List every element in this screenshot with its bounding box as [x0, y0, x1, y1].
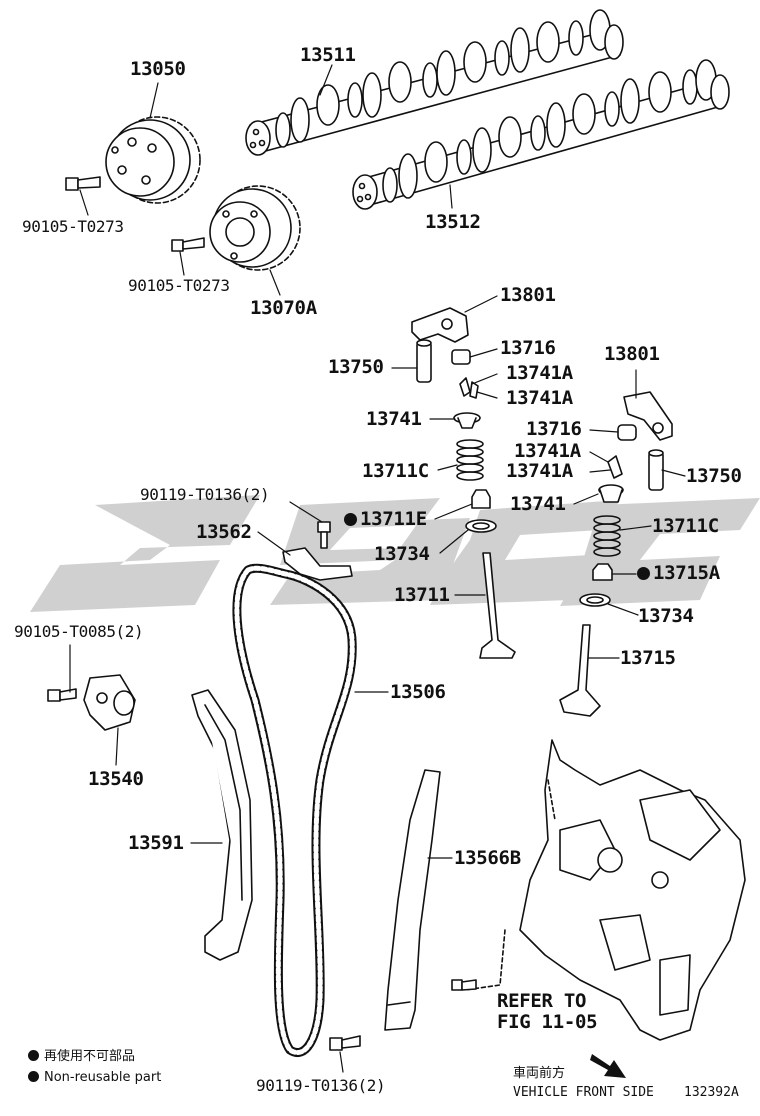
lash-adjuster-13750-right — [648, 449, 664, 491]
label-13050: 13050 — [130, 58, 186, 80]
figure-code: 132392A — [684, 1085, 739, 1100]
label-13715a: 13715A — [653, 562, 720, 584]
cap-13716-left — [451, 349, 471, 365]
direction-label-en: VEHICLE FRONT SIDE — [513, 1085, 654, 1100]
lash-adjuster-13750-left — [416, 339, 432, 383]
label-13711e-wrap: 13711E — [344, 510, 427, 529]
label-13562: 13562 — [196, 521, 252, 543]
label-13750-right: 13750 — [686, 465, 742, 487]
engine-block — [464, 739, 746, 1041]
front-direction-arrow — [590, 1054, 626, 1078]
rocker-arm-13801-left — [411, 307, 469, 343]
sprocket-13050 — [105, 116, 201, 204]
retainer-13741-right — [598, 484, 624, 503]
direction-label-jp: 車両前方 — [513, 1066, 566, 1081]
legend-row-en: Non-reusable part — [28, 1071, 161, 1084]
label-13734-right: 13734 — [638, 605, 694, 627]
bolt-refer-fig-11-05 — [451, 979, 477, 991]
keeper-13741a-right — [607, 455, 623, 479]
label-13716-left: 13716 — [500, 337, 556, 359]
label-13070a: 13070A — [250, 297, 317, 319]
chain-slipper-13566b — [384, 769, 441, 1031]
valve-13711 — [479, 552, 516, 659]
bolt-90119-t0136-upper — [317, 521, 331, 549]
valve-13715 — [559, 624, 601, 717]
label-13734-left: 13734 — [374, 543, 430, 565]
label-13715: 13715 — [620, 647, 676, 669]
label-13711c-right: 13711C — [652, 515, 719, 537]
legend-text-jp: 再使用不可部品 — [44, 1049, 136, 1064]
chain-guide-13591 — [191, 689, 253, 961]
non-reusable-dot — [344, 513, 357, 526]
leader-lines — [69, 64, 686, 1073]
keeper-13741a-left — [459, 377, 479, 399]
tensioner-13540 — [83, 674, 136, 731]
bracket-13562 — [282, 547, 353, 581]
label-13715a-wrap: 13715A — [637, 564, 720, 583]
camshaft-13511 — [245, 9, 624, 156]
label-13750-left: 13750 — [328, 356, 384, 378]
washer-13734-left — [465, 519, 497, 533]
legend-dot — [28, 1050, 39, 1061]
label-13591: 13591 — [128, 832, 184, 854]
refer-note-line2: FIG 11-05 — [497, 1011, 598, 1033]
label-13711: 13711 — [394, 584, 450, 606]
label-13801-left: 13801 — [500, 284, 556, 306]
rocker-arm-13801-right — [623, 391, 673, 441]
label-13566b: 13566B — [454, 847, 521, 869]
seal-13711e — [471, 489, 491, 509]
retainer-13741-left — [453, 412, 481, 429]
label-13540: 13540 — [88, 768, 144, 790]
bolt-90105-t0273-lower — [171, 237, 205, 252]
sprocket-13070a — [209, 185, 301, 271]
label-13741-right: 13741 — [510, 493, 566, 515]
bolt-90105-t0273-upper — [65, 176, 101, 191]
label-13741-left: 13741 — [366, 408, 422, 430]
timing-chain-13506 — [232, 563, 357, 1057]
label-13506: 13506 — [390, 681, 446, 703]
spring-13711c-right — [593, 515, 621, 557]
spring-13711c-left — [456, 439, 484, 481]
seal-13715a — [592, 563, 613, 581]
legend-row-jp: 再使用不可部品 — [28, 1050, 135, 1063]
label-90119-t0136-upper: 90119-T0136(2) — [140, 485, 270, 504]
label-90105-t0085: 90105-T0085(2) — [14, 622, 144, 641]
label-13741a-2: 13741A — [506, 387, 573, 409]
label-13512: 13512 — [425, 211, 481, 233]
label-90119-t0136-lower: 90119-T0136(2) — [256, 1076, 386, 1095]
washer-13734-right — [579, 593, 611, 607]
refer-note-line1: REFER TO — [497, 990, 587, 1012]
bolt-90105-t0085 — [47, 688, 77, 702]
label-13801-right: 13801 — [604, 343, 660, 365]
camshaft-13512 — [352, 59, 730, 210]
legend-text-en: Non-reusable part — [44, 1070, 162, 1085]
label-13716-right: 13716 — [526, 418, 582, 440]
label-13711e: 13711E — [360, 508, 427, 530]
label-13741a-4: 13741A — [506, 460, 573, 482]
label-13711c-left: 13711C — [362, 460, 429, 482]
bolt-90119-t0136-lower — [329, 1035, 361, 1051]
label-13741a-3: 13741A — [514, 440, 581, 462]
label-13511: 13511 — [300, 44, 356, 66]
label-90105-t0273-upper: 90105-T0273 — [22, 217, 124, 236]
label-13741a-1: 13741A — [506, 362, 573, 384]
non-reusable-dot — [637, 567, 650, 580]
cap-13716-right — [617, 424, 637, 441]
label-90105-t0273-lower: 90105-T0273 — [128, 276, 230, 295]
legend-dot — [28, 1071, 39, 1082]
